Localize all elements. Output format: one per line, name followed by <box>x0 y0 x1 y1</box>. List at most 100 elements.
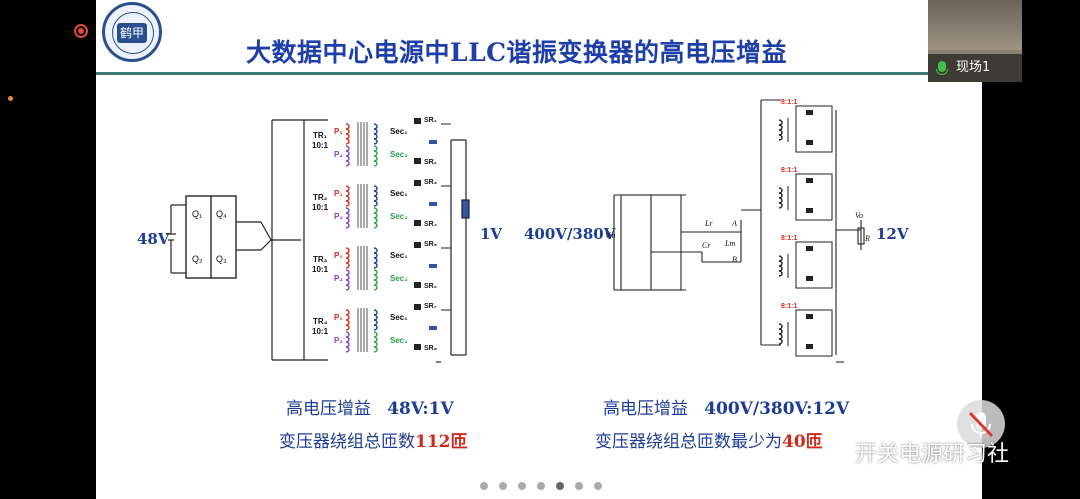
sr-switch-icon <box>414 118 421 124</box>
winding-turn <box>373 324 378 331</box>
winding-turn <box>373 262 378 269</box>
right-input-voltage: 400V/380V <box>524 225 616 243</box>
winding-turn <box>778 119 783 126</box>
sr-label: SR₄ <box>424 221 437 228</box>
winding-turn <box>778 134 783 141</box>
sr-switch-icon <box>414 242 421 248</box>
right-gain-ratio: 400V/380V:12V <box>704 399 850 419</box>
transformer-name: TR₃ <box>313 255 328 264</box>
switch-label-q4: Q₄ <box>216 209 227 219</box>
muted-microphone-icon <box>968 411 994 438</box>
winding-turn <box>373 160 378 167</box>
node-cr: Cr <box>702 241 711 250</box>
llc-transformer-cell: 8:1:1 <box>778 303 833 357</box>
sr-switch-icon <box>414 344 421 350</box>
logo-ring <box>112 12 154 54</box>
winding-turn <box>345 346 350 353</box>
participant-video-tile[interactable]: 现场1 <box>928 0 1022 82</box>
winding-turn <box>345 222 350 229</box>
turns-ratio-label: 8:1:1 <box>781 303 797 310</box>
right-output-voltage: 12V <box>876 225 909 243</box>
left-output-voltage: 1V <box>480 225 503 243</box>
sr-switch-icon <box>414 158 421 164</box>
pager-dot[interactable] <box>537 482 545 490</box>
logo-stamp: 鹤甲 <box>117 23 147 43</box>
transformer-ratio: 10:1 <box>312 265 329 274</box>
output-capacitor <box>429 264 437 268</box>
node-a: A <box>731 219 737 228</box>
rectifier-block <box>795 241 833 289</box>
winding-turn <box>778 333 783 340</box>
sr-switch-icon <box>806 276 813 281</box>
winding-turn <box>373 222 378 229</box>
secondary-label: Sec₁ <box>390 189 408 198</box>
winding-turn <box>345 138 350 145</box>
winding-turn <box>778 124 783 131</box>
secondary-label: Sec₁ <box>390 251 408 260</box>
switch-label-q2: Q₂ <box>192 254 203 264</box>
right-turns-caption: 变压器绕组总匝数最少为40匝 <box>595 427 823 452</box>
winding-turn <box>345 200 350 207</box>
pager-dot[interactable] <box>575 482 583 490</box>
sr-label: SR₈ <box>424 345 437 352</box>
primary-label: P₁ <box>334 313 343 322</box>
winding-turn <box>373 284 378 291</box>
winding-turn <box>345 324 350 331</box>
left-gain-ratio: 48V:1V <box>387 399 454 419</box>
slide-pager <box>480 482 602 492</box>
left-turns-value: 112匝 <box>415 432 468 452</box>
winding-turn <box>778 129 783 136</box>
mute-button[interactable] <box>957 400 1005 448</box>
winding-turn <box>778 323 783 330</box>
node-vin: Vin <box>605 231 616 240</box>
sr-switch-icon <box>806 208 813 213</box>
secondary-label: Sec₁ <box>390 127 408 136</box>
sr-label: SR₃ <box>424 179 437 186</box>
transformer-ratio: 10:1 <box>312 327 329 336</box>
pager-dot[interactable] <box>480 482 488 490</box>
output-capacitor <box>429 202 437 206</box>
winding-turn <box>373 200 378 207</box>
microphone-icon <box>936 61 948 75</box>
wechat-icon <box>827 445 851 462</box>
sr-label: SR₆ <box>424 283 437 290</box>
sr-switch-icon <box>806 314 813 319</box>
sr-switch-icon <box>806 140 813 145</box>
sr-label: SR₅ <box>424 241 437 248</box>
right-circuit-diagram: 8:1:18:1:18:1:18:1:1 Vin Lr Cr A Lm B Vo… <box>605 99 870 363</box>
pager-dot-active[interactable] <box>556 482 564 490</box>
left-turns-caption: 变压器绕组总匝数112匝 <box>279 427 468 452</box>
winding-turn <box>778 265 783 272</box>
transformer-name: TR₂ <box>313 193 328 202</box>
participant-name: 现场1 <box>956 60 991 75</box>
node-lr: Lr <box>704 219 713 228</box>
winding-turn <box>373 346 378 353</box>
rectifier-block <box>795 309 833 357</box>
winding-turn <box>778 328 783 335</box>
pager-dot[interactable] <box>518 482 526 490</box>
sr-label: SR₁ <box>424 117 437 124</box>
pager-dot[interactable] <box>499 482 507 490</box>
rectifier-block <box>795 173 833 221</box>
winding-turn <box>778 338 783 345</box>
right-gain-caption: 高电压增益 400V/380V:12V <box>603 394 849 419</box>
pager-dot[interactable] <box>594 482 602 490</box>
sr-switch-icon <box>414 304 421 310</box>
winding-turn <box>778 270 783 277</box>
node-vo: Vo <box>855 211 863 220</box>
primary-label: P₂ <box>334 212 343 221</box>
winding-turn <box>778 202 783 209</box>
secondary-label: Sec₂ <box>390 212 408 221</box>
winding-turn <box>345 262 350 269</box>
winding-turn <box>345 160 350 167</box>
primary-label: P₂ <box>334 336 343 345</box>
left-turns-label: 变压器绕组总匝数 <box>279 432 415 452</box>
participant-video-feed <box>928 0 1022 50</box>
transformer-ratio: 10:1 <box>312 203 329 212</box>
record-indicator-icon[interactable] <box>74 24 88 38</box>
switch-label-q3: Q₃ <box>216 254 227 264</box>
winding-turn <box>373 138 378 145</box>
